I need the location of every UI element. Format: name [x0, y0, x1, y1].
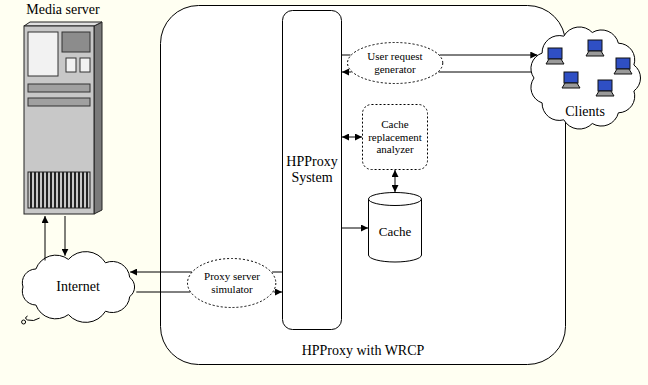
computer-base [596, 91, 614, 96]
computer-screen [588, 40, 602, 51]
computer-base [614, 69, 632, 74]
server-drive [66, 58, 76, 72]
connector [136, 292, 190, 293]
computer-screen [616, 58, 630, 69]
module-box [363, 105, 428, 170]
cloud-outline [22, 252, 134, 323]
computer-screen [548, 48, 562, 59]
node-label: Proxy server simulator [202, 270, 262, 295]
network-cloud: Internet [14, 250, 142, 324]
connector [274, 292, 282, 293]
computer-icon [562, 72, 580, 88]
server-drive [80, 58, 90, 72]
cloud-wisp [26, 316, 40, 321]
node-label: Cache replacement analyzer [365, 118, 425, 156]
cloud-wisp [22, 320, 26, 324]
cylinder-body [369, 199, 422, 262]
component-node: HPProxy System [282, 10, 342, 330]
connector [65, 216, 66, 256]
connector [440, 55, 538, 56]
boundary-rect [161, 6, 566, 365]
clients-group: Clients [528, 26, 642, 130]
computer-base [546, 59, 564, 64]
process-box [283, 11, 342, 330]
node-label: Media server [26, 2, 99, 18]
connector [439, 72, 532, 73]
computer-base [562, 83, 580, 88]
server-top [24, 22, 102, 26]
server-panel [62, 32, 90, 52]
connector [342, 137, 362, 138]
connector [395, 170, 396, 192]
connector [272, 272, 282, 273]
module-ellipse [347, 43, 442, 84]
component-node: Cache [368, 192, 422, 262]
server-node: Media server [22, 2, 104, 216]
node-label: HPProxy with WRCP [302, 343, 425, 359]
computer-icon [586, 40, 604, 56]
server-panel [28, 32, 58, 76]
computer-icon [614, 58, 632, 74]
node-label: Cache [379, 225, 411, 240]
server-slot [28, 84, 90, 92]
connector [342, 72, 352, 73]
connector [45, 216, 46, 261]
server-body [24, 26, 94, 214]
connector [342, 228, 368, 229]
clients-outline [531, 27, 641, 129]
computer-base [586, 51, 604, 56]
server-side [94, 22, 102, 214]
node-label: Clients [565, 104, 605, 120]
computer-icon [546, 48, 564, 64]
computer-screen [564, 72, 578, 83]
node-label: HPProxy System [285, 154, 339, 186]
cylinder-top [369, 193, 422, 206]
server-outline [22, 2, 104, 216]
connector [342, 55, 351, 56]
node-label: Internet [56, 279, 100, 295]
component-node: Proxy server simulator [187, 258, 276, 308]
system-boundary: HPProxy with WRCP Proxy server simulator H… [160, 5, 566, 365]
module-ellipse [188, 259, 276, 308]
connector [130, 272, 192, 273]
node-label: User request generator [362, 50, 427, 75]
server-vents [28, 172, 90, 208]
component-node: Cache replacement analyzer [362, 104, 428, 170]
server-slot [28, 98, 90, 106]
computer-icon [596, 80, 614, 96]
computer-screen [598, 80, 612, 91]
component-node: User request generator [347, 42, 443, 84]
